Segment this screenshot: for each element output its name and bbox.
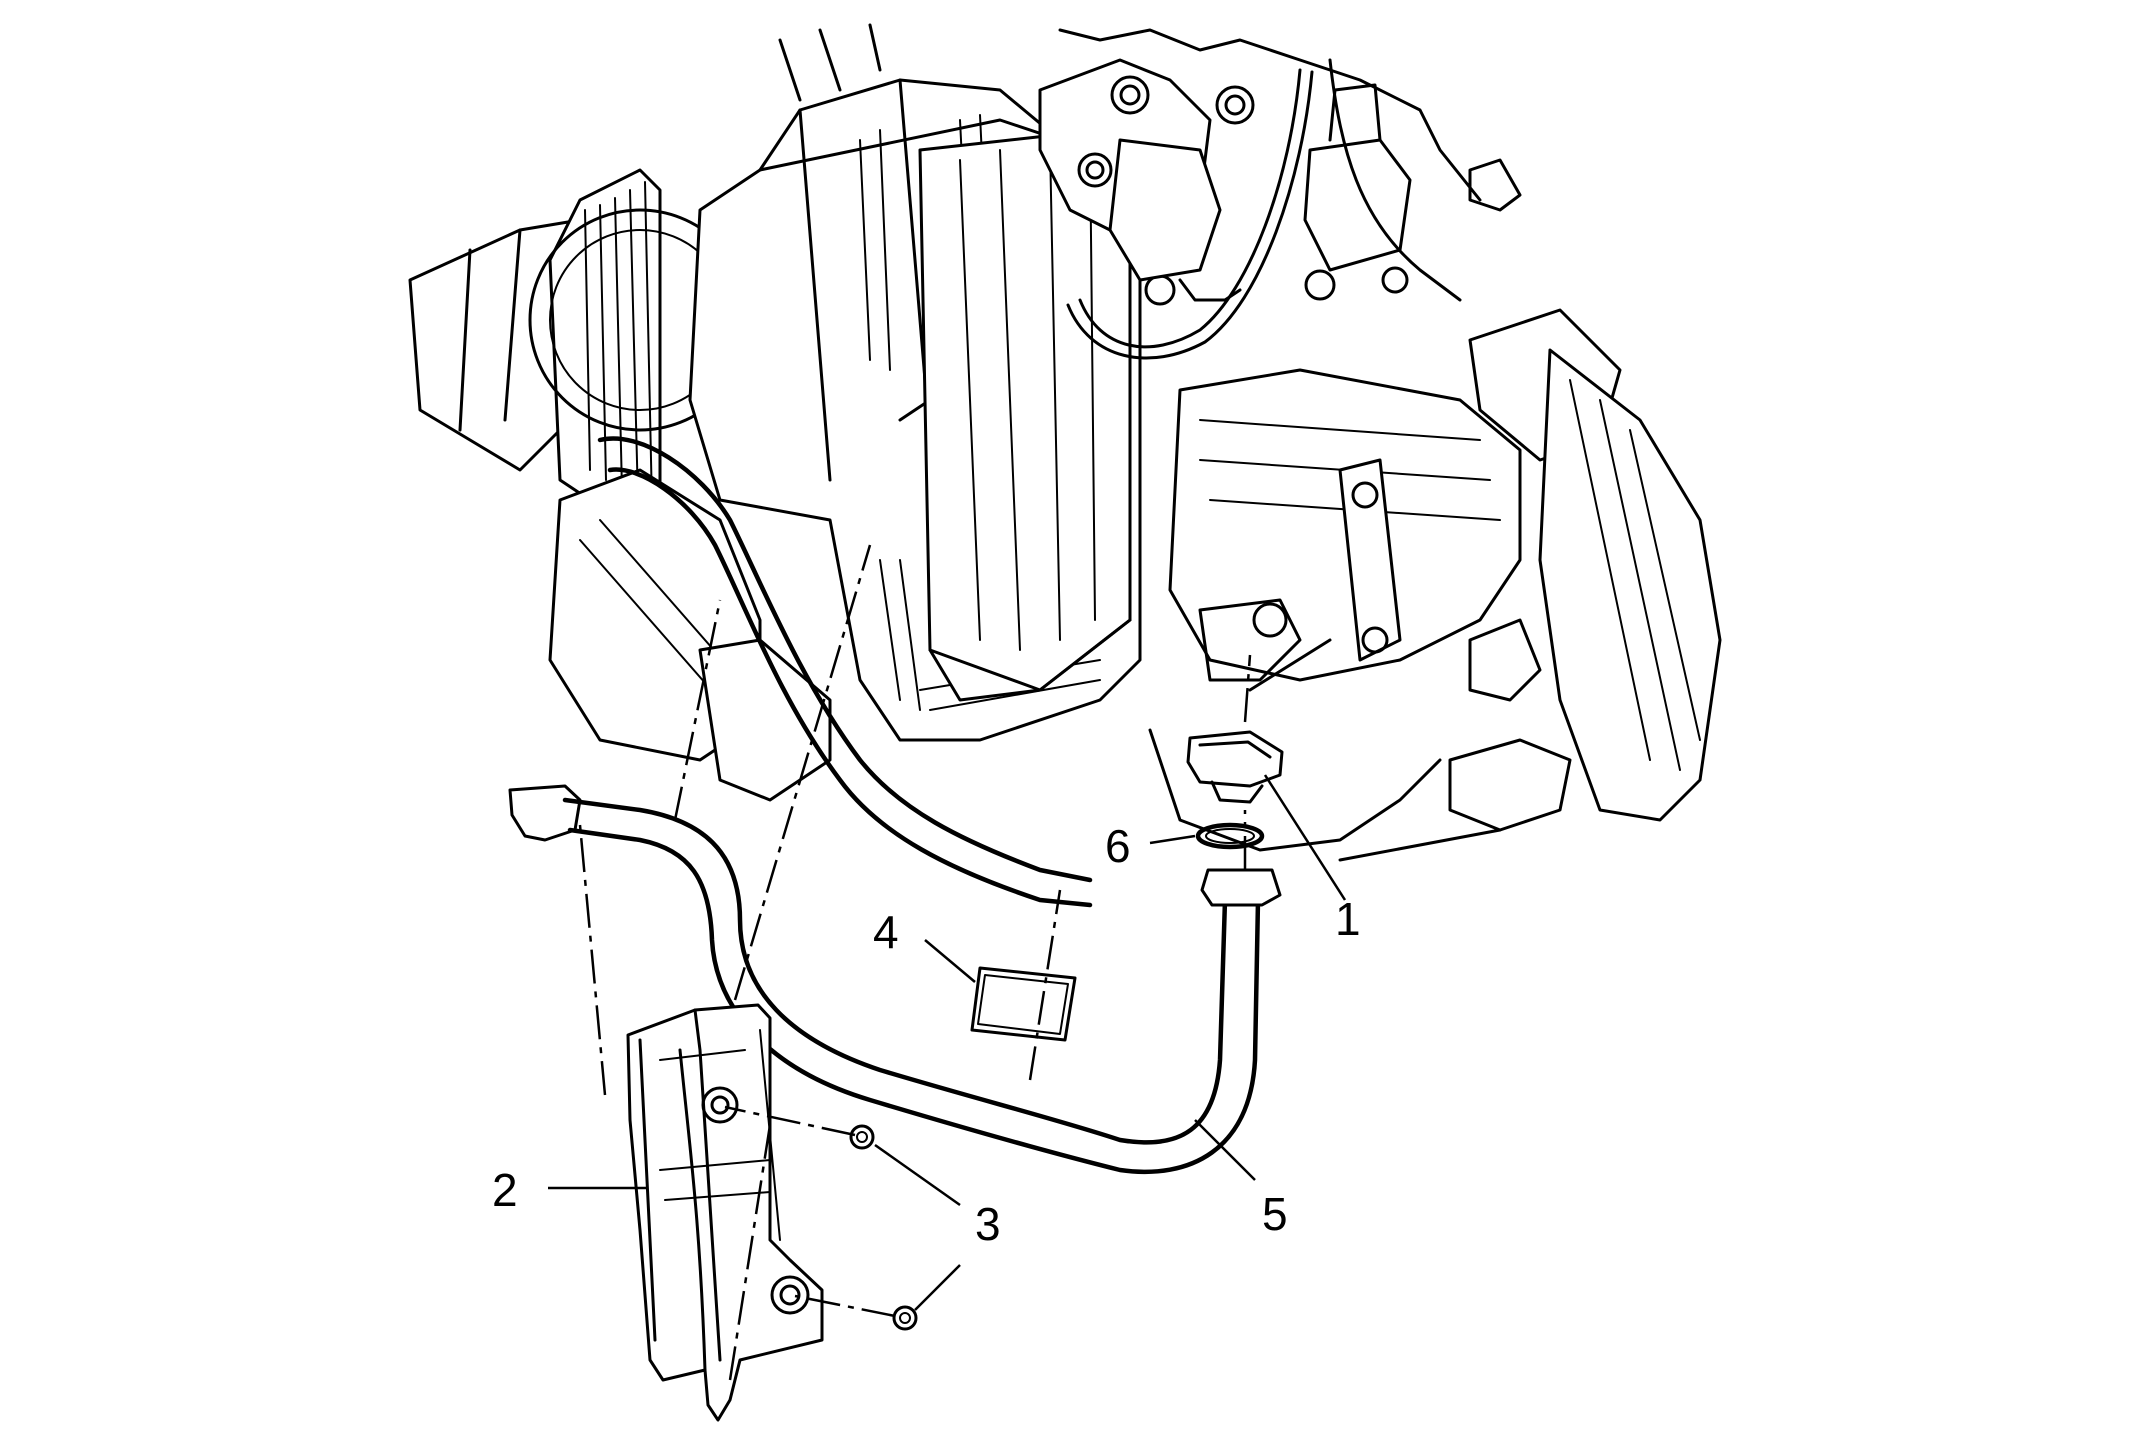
part-2-duct-bracket <box>626 1003 824 1422</box>
part-3-nut-upper <box>849 1124 875 1150</box>
callout-2: 2 <box>492 1164 518 1216</box>
hvac-module-assembly <box>408 23 1722 908</box>
callout-4: 4 <box>873 906 899 958</box>
callout-leaders <box>548 774 1347 1311</box>
part-4-foam-pad <box>970 966 1077 1042</box>
part-3-nut-lower <box>892 1305 918 1331</box>
part-5-heater-hose <box>508 784 1282 1175</box>
assembly-centerlines <box>578 544 1252 1381</box>
callout-1: 1 <box>1335 893 1361 945</box>
part-1-connector-fitting <box>1186 730 1284 804</box>
callout-6: 6 <box>1105 820 1131 872</box>
callout-labels: 1 2 3 3 4 5 6 <box>492 820 1361 1250</box>
callout-3-upper: 3 <box>975 1198 1001 1250</box>
part-6-seal-ring <box>1195 822 1265 850</box>
callout-5: 5 <box>1262 1188 1288 1240</box>
